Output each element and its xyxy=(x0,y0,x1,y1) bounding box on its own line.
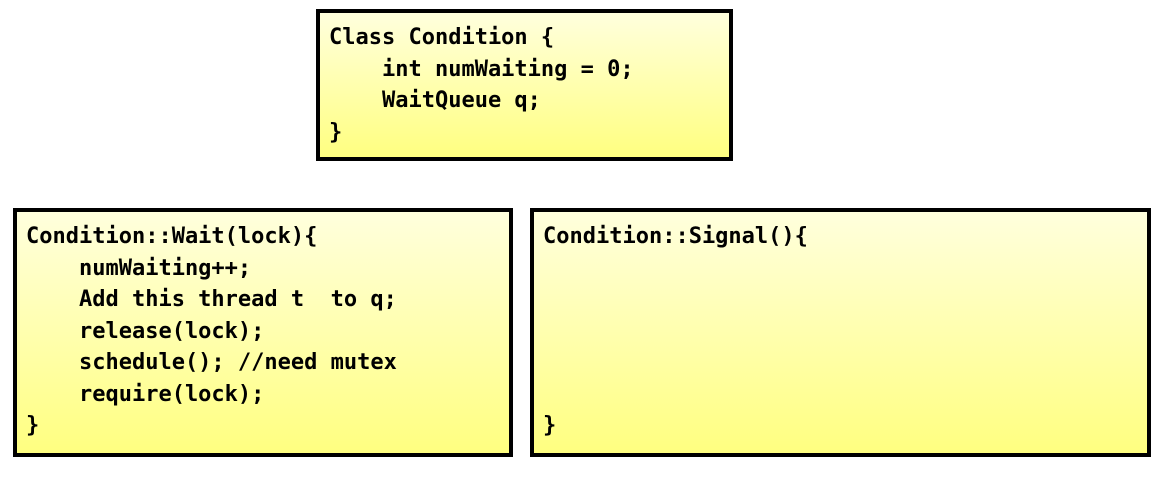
condition-wait-code-box: Condition::Wait(lock){ numWaiting++; Add… xyxy=(13,208,513,457)
condition-signal-code-box: Condition::Signal(){ } xyxy=(530,208,1151,457)
class-condition-code-text: Class Condition { int numWaiting = 0; Wa… xyxy=(329,25,634,145)
condition-wait-code-text: Condition::Wait(lock){ numWaiting++; Add… xyxy=(26,224,397,438)
class-condition-code-box: Class Condition { int numWaiting = 0; Wa… xyxy=(316,9,733,161)
condition-signal-code-text: Condition::Signal(){ } xyxy=(543,224,808,438)
